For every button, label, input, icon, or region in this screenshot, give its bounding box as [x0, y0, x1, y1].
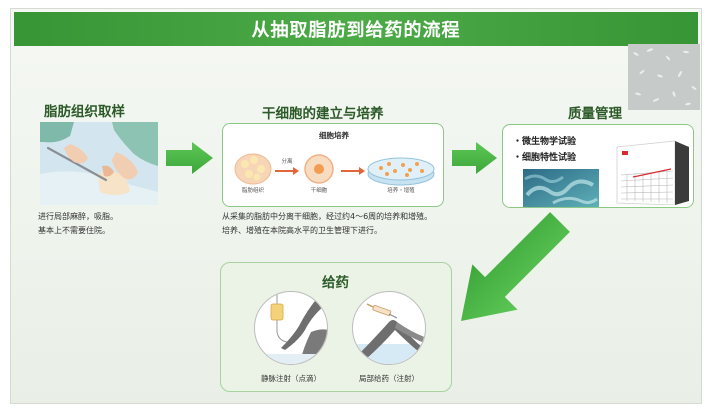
quality-test-cell-characteristics: ・细胞特性试验 — [513, 153, 577, 163]
iv-drip-drawing — [255, 294, 327, 364]
knee-injection-drawing — [353, 303, 425, 364]
cell-microscope-photo — [628, 44, 700, 110]
step-quality-title: 质量管理 — [568, 106, 622, 122]
stage-label-fat-tissue: 脂肪组织 — [241, 188, 264, 194]
step-culture-title: 干细胞的建立与培养 — [262, 106, 384, 122]
step-administration-title: 给药 — [322, 275, 349, 291]
arrow-label-separate: 分离 — [281, 159, 293, 165]
step-sampling-title: 脂肪组织取样 — [44, 104, 125, 120]
cell-culture-panel: 细胞培养 — [222, 123, 444, 207]
step-culture-caption-1: 从采集的脂肪中分离干细胞，经过约4～6周的培养和增殖。 — [222, 212, 433, 221]
step-culture-caption-2: 培养、增殖在本院高水平的卫生管理下进行。 — [222, 226, 382, 235]
administration-panel: 给药 静脉注射（点滴） 局部给药（注射） — [220, 262, 452, 392]
title-bar: 从抽取脂肪到给药的流程 — [14, 12, 698, 46]
stem-cell-icon — [304, 154, 334, 184]
separate-arrow — [275, 167, 299, 175]
quality-test-microbiology: ・微生物学试验 — [513, 137, 577, 147]
stage-label-stem-cell: 干细胞 — [310, 188, 328, 194]
iv-drip-icon — [254, 291, 328, 365]
culture-dish-icon — [367, 157, 435, 186]
laboratory-analyzer-machine — [616, 140, 689, 205]
culture-arrow — [341, 167, 365, 175]
quality-panel: ・微生物学试验 ・细胞特性试验 — [502, 124, 694, 208]
fat-tissue-icon — [234, 153, 272, 185]
cell-culture-panel-title: 细胞培养 — [319, 131, 349, 140]
microscope-culture-photo — [523, 169, 599, 207]
method-label-iv: 静脉注射（点滴） — [261, 374, 321, 383]
syringe-icon — [366, 303, 398, 319]
step-sampling-caption-2: 基本上不需要住院。 — [38, 226, 110, 235]
method-label-local-injection: 局部给药（注射） — [359, 374, 419, 383]
step-sampling-caption-1: 进行局部麻醉，吸脂。 — [38, 212, 118, 221]
stage-label-culture: 培养・增殖 — [387, 188, 415, 194]
cell-culture-diagram — [234, 153, 435, 186]
page-title: 从抽取脂肪到给药的流程 — [251, 20, 461, 41]
liposuction-hands-illustration — [40, 122, 158, 205]
knee-injection-icon — [352, 291, 426, 365]
